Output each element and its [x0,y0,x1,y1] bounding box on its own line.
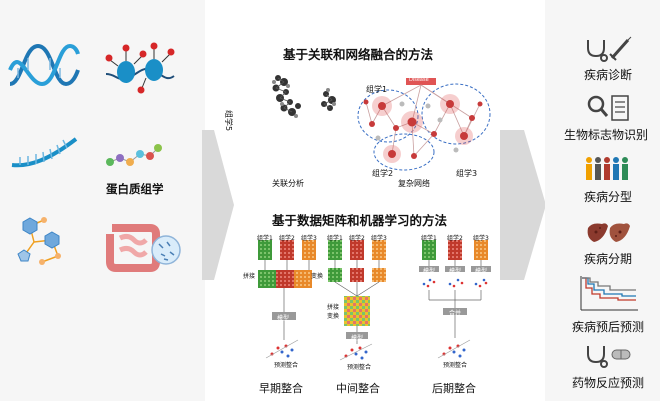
middle-integration-branch [328,240,386,361]
dna-helix-icon [8,43,80,87]
omics1-network-label: 组学1 [366,85,388,94]
late-fuse-tag: 合并 [449,310,462,317]
late-model3-tag: 模型 [475,268,488,275]
association-analysis-label: 关联分析 [272,179,304,188]
output-diagnosis-label: 疾病诊断 [583,68,632,82]
rna-strand-icon [11,137,78,168]
output-staging-label: 疾病分期 [583,252,632,266]
late-integration-label: 后期整合 [432,382,476,395]
middle-model-tag: 模型 [351,335,364,342]
stethoscope-pill-icon [587,346,631,368]
survival-curve-icon [580,276,638,311]
early-model-tag: 模型 [277,315,290,322]
late-omics2-tag: 组学2 [447,235,463,242]
early-result-tag: 预测整合 [274,362,299,369]
early-concat-tag: 拼接 [243,273,256,280]
disease-node-tag: Disease [409,77,429,83]
omics3-network-label: 组学3 [456,169,478,178]
early-integration-label: 早期整合 [259,382,303,395]
association-analysis-graphic [272,75,336,118]
output-biomarker-label: 生物标志物识别 [563,128,648,142]
middle-omics1-tag: 组学1 [327,235,343,242]
complex-network-label: 复杂网络 [398,179,430,188]
output-drug-response-label: 药物反应预测 [571,376,644,390]
stethoscope-syringe-icon [587,36,632,62]
early-omics1-tag: 组学1 [257,235,273,242]
late-omics1-tag: 组学1 [421,235,437,242]
magnifier-checklist-icon [587,95,629,121]
late-model1-tag: 模型 [423,268,436,275]
intestine-microbiome-icon [106,224,181,272]
middle-omics3-tag: 组学3 [371,235,387,242]
middle-result-tag: 预测整合 [347,364,372,371]
flow-arrow-left [202,130,234,280]
middle-concat-transform-tag: 拼接 变换 [327,304,340,320]
omics2-network-label: 组学2 [372,169,394,178]
omics-input-panel [0,0,205,401]
output-prognosis-label: 疾病预后预测 [571,320,644,334]
applications-panel [545,0,660,401]
protein-omics-label: 蛋白质组学 [106,182,164,196]
nucleosome-icon [105,42,175,94]
flow-arrow-right [500,130,546,280]
population-icon [586,157,628,180]
early-omics3-tag: 组学3 [301,235,317,242]
protein-beads-icon [106,144,162,166]
integration-strategies-diagram [258,240,491,361]
late-model2-tag: 模型 [449,268,462,275]
middle-omics2-tag: 组学2 [349,235,365,242]
ml-method-title: 基于数据矩阵和机器学习的方法 [272,213,448,228]
early-integration-branch [258,240,316,359]
middle-integration-label: 中间整合 [336,382,380,395]
middle-transform-tag: 变换 [311,273,324,280]
complex-network-graphic [357,78,491,171]
late-integration-branch [419,240,491,359]
early-omics2-tag: 组学2 [279,235,295,242]
output-subtyping-label: 疾病分型 [583,190,632,204]
late-result-tag: 预测整合 [443,362,468,369]
late-omics3-tag: 组学3 [473,235,489,242]
network-method-title: 基于关联和网络融合的方法 [283,47,434,62]
liver-icon [587,223,630,242]
omics5-label: 组学5 [224,110,233,132]
metabolite-molecule-icon [17,217,61,265]
